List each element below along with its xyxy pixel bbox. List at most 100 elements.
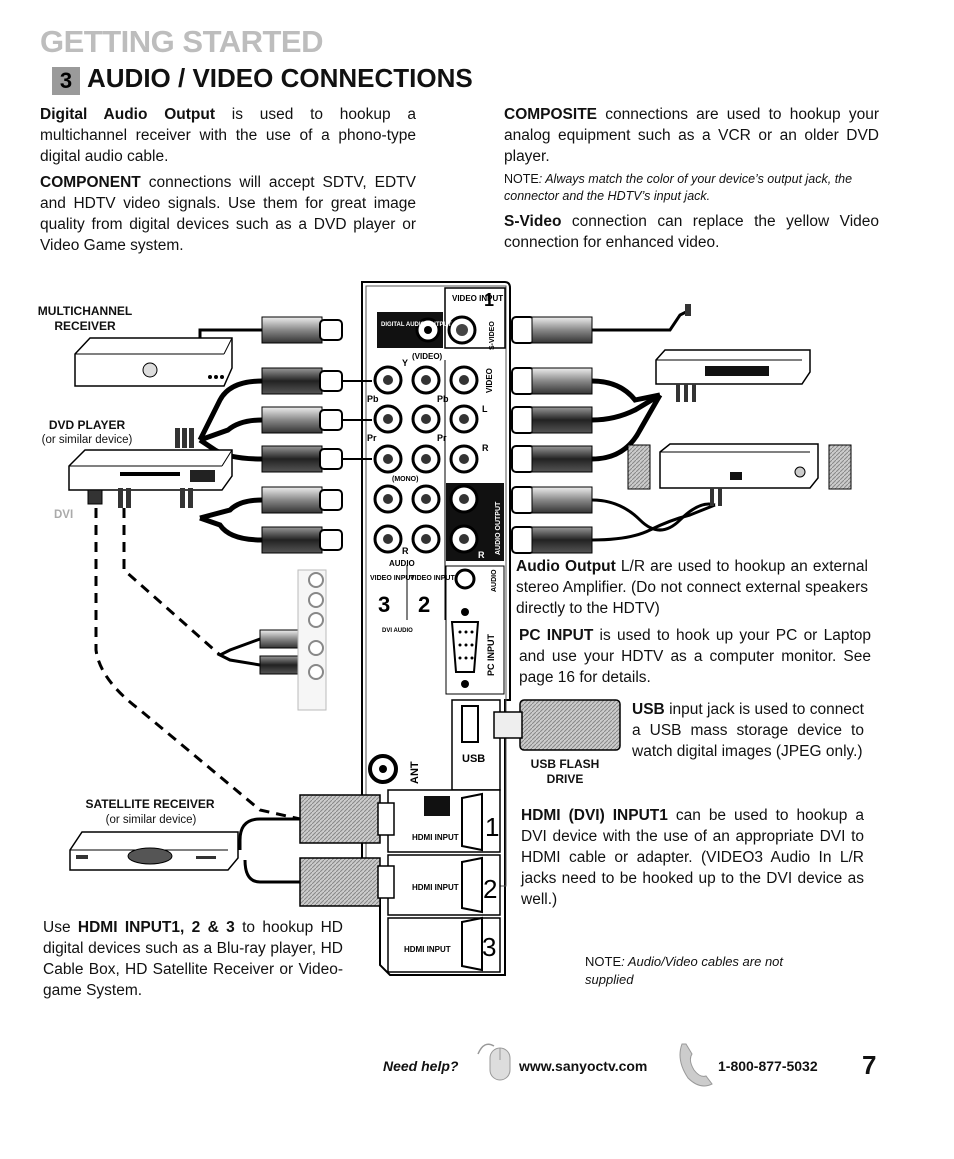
panel-video-input-2-label: VIDEO INPUT [410, 575, 455, 582]
vga-port [450, 621, 480, 673]
cables-note-label: NOTE [585, 954, 622, 969]
dvi-dashed-cable [94, 508, 301, 821]
phone-icon [679, 1043, 713, 1087]
svideo-cable-right [511, 308, 691, 344]
cables-note-text: : Audio/Video cables are not supplied [585, 954, 784, 987]
hdmi-dvi-term: HDMI (DVI) INPUT1 [521, 807, 668, 824]
panel-video-input-label: VIDEO INPUT [452, 294, 503, 303]
pc-audio-jack [454, 568, 476, 590]
section-heading: GETTING STARTED [40, 24, 323, 59]
page-number: 7 [862, 1050, 877, 1080]
dvi-audio-tag [424, 796, 450, 816]
hdmi-dvi-text: can be used to hookup a DVI device with … [521, 807, 864, 908]
usb-text: input jack is used to connect a USB mass… [632, 701, 864, 760]
hdmi-2-port [461, 856, 483, 914]
panel-pr-label-2: Pr [437, 433, 447, 443]
panel-svideo-label: S-VIDEO [489, 321, 496, 350]
panel-ant-label: ANT [409, 761, 421, 784]
dvd-player-sublabel: (or similar device) [41, 434, 133, 446]
svideo-paragraph: S-Video connection can replace the yello… [504, 211, 879, 253]
connection-diagram: VIDEO INPUT 1 S-VIDEO DIGITAL AUDIO OUTP… [68, 281, 852, 976]
panel-pb-label-2: Pb [437, 394, 449, 404]
composite-text: connections are used to hookup your anal… [504, 106, 879, 165]
panel-num-2: 2 [418, 592, 430, 617]
panel-audio-jack-label: AUDIO [491, 569, 498, 592]
pc-input-text: is used to hook up your PC or Laptop and… [519, 627, 872, 686]
component-text: connections will accept SDTV, EDTV and H… [40, 174, 416, 254]
digital-audio-paragraph: Digital Audio Output is used to hookup a… [40, 104, 416, 167]
panel-pr-label-1: Pr [367, 433, 377, 443]
audio-output-text: L/R are used to hookup an external stere… [516, 558, 868, 617]
panel-num-3: 3 [378, 592, 390, 617]
audio-output-cables-right [511, 486, 716, 554]
pc-input-description: PC INPUT is used to hook up your PC or L… [519, 625, 871, 688]
vcr-device [655, 304, 811, 402]
website-link[interactable]: www.sanyoctv.com [519, 1058, 648, 1074]
composite-cables-right [511, 367, 663, 473]
panel-digital-audio-label: DIGITAL AUDIO OUTPUT [381, 322, 452, 328]
composite-paragraph: COMPOSITE connections are used to hookup… [504, 104, 879, 167]
panel-hdmi-3-number: 3 [482, 932, 496, 962]
usb-port [461, 705, 479, 743]
audio-output-term: Audio Output [516, 558, 616, 575]
usb-flash-drive-plug [493, 711, 523, 739]
panel-audio-label: AUDIO [389, 559, 415, 568]
video3-audio-inset [216, 569, 327, 711]
audio-cables-left [199, 486, 343, 554]
need-help-text: Need help? [383, 1058, 459, 1074]
composite-note-label: NOTE [504, 172, 539, 186]
panel-pc-input-label: PC INPUT [486, 633, 496, 676]
panel-dvi-audio-label: DVI AUDIO [382, 628, 413, 634]
dvd-player-label: DVD PLAYER [48, 418, 126, 432]
panel-l-label: L [482, 404, 488, 414]
component-term: COMPONENT [40, 174, 141, 191]
satellite-receiver-label: SATELLITE RECEIVER [85, 797, 215, 811]
digital-audio-text: is used to hookup a multichannel receive… [40, 106, 416, 165]
page-title: AUDIO / VIDEO CONNECTIONS [87, 63, 473, 93]
composite-note: NOTE: Always match the color of your dev… [504, 171, 882, 205]
component-cables-left [197, 367, 372, 473]
phone-number: 1-800-877-5032 [718, 1058, 818, 1074]
panel-mono-label: (MONO) [392, 476, 418, 483]
digital-audio-cable [198, 316, 343, 344]
panel-r-label-3: R [478, 550, 485, 560]
step-badge: 3 [52, 67, 80, 95]
hdmi-cable-1 [238, 794, 395, 850]
component-paragraph: COMPONENT connections will accept SDTV, … [40, 172, 416, 256]
panel-hdmi-input-2-label: HDMI INPUT [412, 883, 459, 892]
composite-term: COMPOSITE [504, 106, 598, 123]
multichannel-receiver-device [74, 337, 233, 387]
audio-output-description: Audio Output L/R are used to hookup an e… [516, 556, 868, 619]
usb-flash-drive-label: USB FLASH DRIVE [530, 757, 600, 786]
panel-video-input-3-label: VIDEO INPUT [370, 575, 415, 582]
rca-jack-grid [373, 365, 479, 554]
panel-hdmi-input-3-label: HDMI INPUT [404, 945, 451, 954]
digital-audio-term: Digital Audio Output [40, 106, 215, 123]
panel-hdmi-input-1-label: HDMI INPUT [412, 833, 459, 842]
stereo-amplifier-device [627, 443, 852, 506]
pc-input-term: PC INPUT [519, 627, 594, 644]
hdmi-use-pre: Use [43, 919, 78, 936]
panel-r-label-2: R [402, 546, 409, 556]
panel-video-label: VIDEO [485, 368, 494, 393]
usb-term: USB [632, 701, 665, 718]
svideo-text: connection can replace the yellow Video … [504, 213, 879, 251]
panel-pb-label-1: Pb [367, 394, 379, 404]
panel-usb-label: USB [462, 753, 485, 765]
hdmi-dvi-description: HDMI (DVI) INPUT1 can be used to hookup … [521, 805, 864, 910]
panel-r-label: R [482, 443, 489, 453]
panel-video-paren-label: (VIDEO) [412, 352, 443, 361]
hdmi-3-port [461, 916, 483, 972]
hdmi-1-port [461, 792, 483, 852]
satellite-receiver-device [69, 831, 239, 871]
panel-audio-output-label: AUDIO OUTPUT [495, 501, 502, 555]
mouse-icon [477, 1043, 511, 1081]
panel-hdmi-1-number: 1 [485, 812, 499, 842]
dvi-label: DVI [54, 509, 74, 521]
usb-description: USB input jack is used to connect a USB … [632, 699, 864, 762]
composite-note-text: : Always match the color of your device’… [504, 172, 853, 203]
cables-note: NOTE: Audio/Video cables are not supplie… [585, 953, 795, 989]
hdmi-use-text: to hookup HD digital devices such as a B… [43, 919, 343, 999]
hdmi-use-term: HDMI INPUT1, 2 & 3 [77, 919, 235, 936]
hdmi-use-description: Use HDMI INPUT1, 2 & 3 to hookup HD digi… [43, 917, 343, 1001]
